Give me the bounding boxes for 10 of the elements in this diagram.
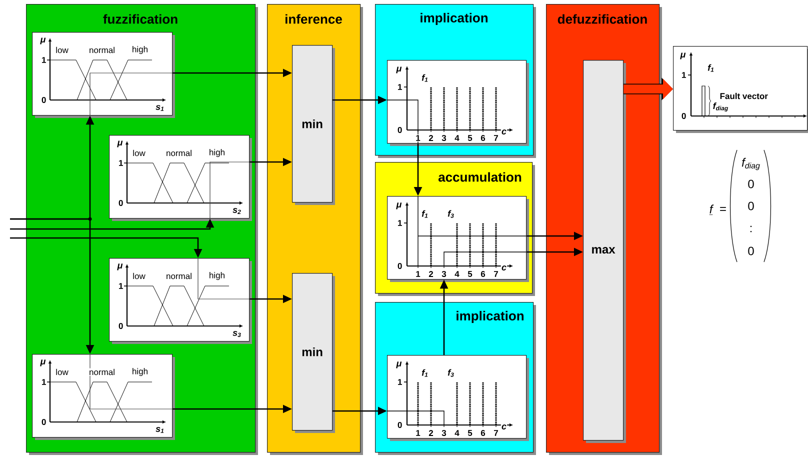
vector-entry: 0: [748, 246, 754, 256]
operator-box: min: [292, 45, 335, 205]
equals-sign: =: [720, 207, 726, 211]
variable-label: f: [709, 204, 714, 215]
vector-entry: 0: [748, 202, 754, 210]
vector-entry: f$_{diag}$: [742, 158, 760, 170]
vector-entry: 0: [748, 180, 754, 188]
operator-box: min: [292, 273, 335, 433]
vector-entry: :: [750, 226, 752, 232]
operator-box: max: [583, 60, 626, 443]
